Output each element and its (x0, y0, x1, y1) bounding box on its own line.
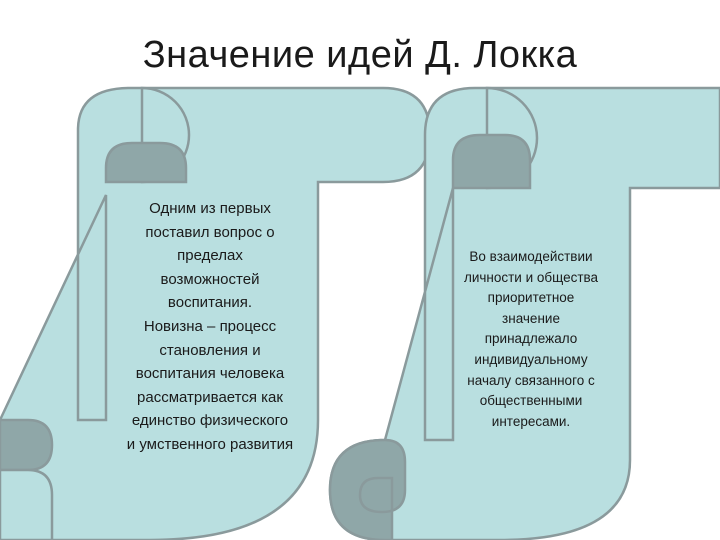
left-line: единство физического (131, 412, 289, 430)
right-line: принадлежало (484, 331, 578, 347)
left-line: и умственного развития (126, 435, 294, 453)
slide-title: Значение идей Д. Локка (142, 34, 578, 76)
left-line: возможностей (160, 270, 260, 288)
right-line: индивидуальному (474, 351, 588, 367)
right-line: общественными (479, 393, 583, 409)
right-scroll-text: Во взаимодействии личности и общества пр… (425, 247, 637, 432)
right-line: личности и общества (463, 269, 599, 285)
left-line: Новизна – процесс (143, 317, 277, 335)
left-top-curl (104, 141, 188, 184)
left-scroll (0, 86, 432, 540)
right-top-curl (451, 133, 532, 190)
left-line: становления и (159, 341, 261, 359)
left-bottom-curl (0, 418, 54, 472)
left-line: воспитания человека (135, 365, 285, 383)
left-line: рассматривается как (137, 388, 283, 406)
left-line: пределах (177, 247, 243, 265)
right-line: интересами. (491, 413, 571, 429)
left-line: воспитания. (167, 294, 253, 312)
right-line: Во взаимодействии (469, 249, 593, 264)
right-line: приоритетное (487, 290, 575, 306)
right-scroll (328, 86, 720, 540)
left-line: поставил вопрос о (145, 223, 275, 241)
left-scroll-text: Одним из первых поставил вопрос о предел… (80, 197, 340, 457)
right-line: значение (502, 310, 560, 326)
right-line: началу связанного с (467, 372, 595, 388)
left-line: Одним из первых (149, 200, 271, 217)
